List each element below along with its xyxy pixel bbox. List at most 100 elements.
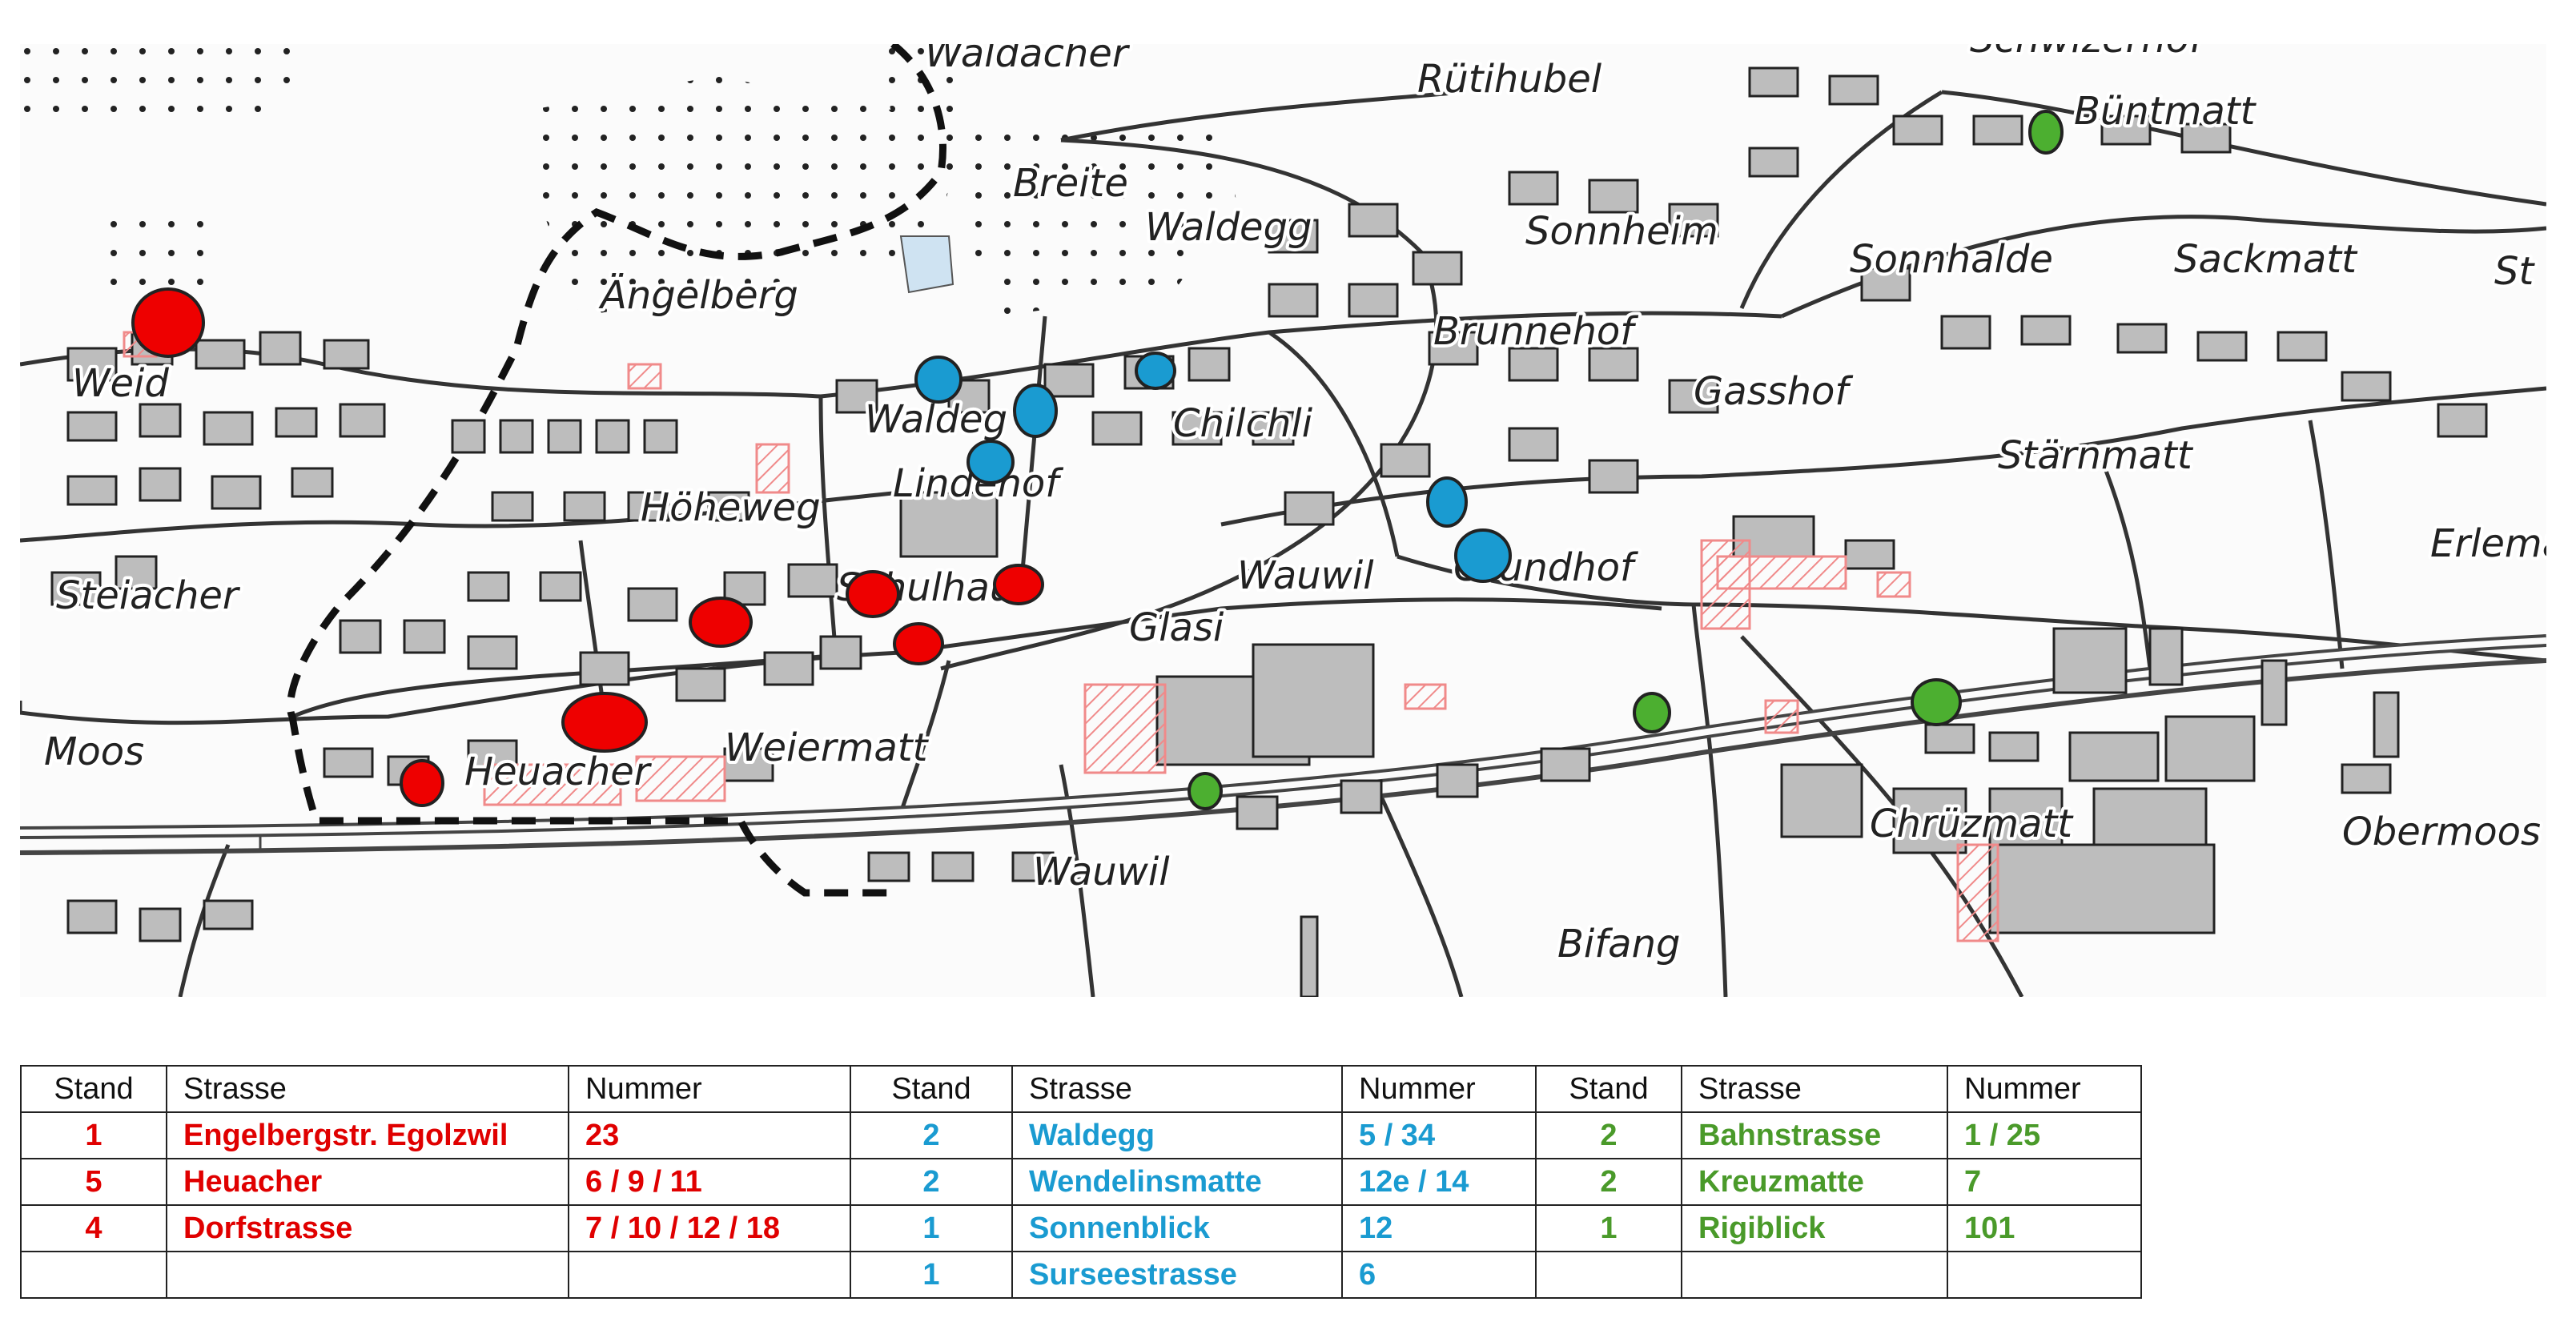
header-strasse-blue: Strasse (1011, 1065, 1343, 1113)
cell-strasse: Rigiblick (1681, 1204, 1948, 1252)
cell-stand: 4 (20, 1204, 167, 1252)
cell-nummer: 12e / 14 (1341, 1158, 1537, 1206)
buildings (50, 66, 2488, 997)
label-waldeg: Waldeg (865, 397, 1007, 442)
header-nummer-blue: Nummer (1341, 1065, 1537, 1113)
label-staernmatt: Stärnmatt (1998, 433, 2194, 478)
label-steiacher: Steiacher (56, 573, 241, 618)
table-row: 1 Engelbergstr. Egolzwil 23 2 Waldegg 5 … (20, 1111, 2142, 1159)
stand-markers (131, 110, 2064, 810)
label-wauwil-south: Wauwil (1033, 850, 1170, 894)
cell-strasse: Dorfstrasse (166, 1204, 569, 1252)
stand-table: Stand Strasse Nummer Stand Strasse Numme… (20, 1065, 2142, 1299)
cell-strasse: Surseestrasse (1011, 1251, 1343, 1299)
cell-nummer: 12 (1341, 1204, 1537, 1252)
table-row: 4 Dorfstrasse 7 / 10 / 12 / 18 1 Sonnenb… (20, 1204, 2142, 1252)
label-hoeheweg: Höheweg (641, 485, 821, 530)
cell-stand: 2 (1535, 1158, 1682, 1206)
cell-strasse (1681, 1251, 1948, 1299)
marker-red-7[interactable] (400, 759, 444, 807)
cell-strasse: Heuacher (166, 1158, 569, 1206)
label-weiermatt: Weiermatt (725, 725, 930, 770)
cell-nummer (1947, 1251, 2142, 1299)
header-stand-red: Stand (20, 1065, 167, 1113)
header-strasse-green: Strasse (1681, 1065, 1948, 1113)
planning-zones (123, 331, 1999, 942)
cell-stand (20, 1251, 167, 1299)
label-weid: Weid (72, 361, 169, 406)
marker-blue-3[interactable] (1013, 384, 1058, 438)
cell-stand: 2 (1535, 1111, 1682, 1159)
label-moos: Moos (44, 729, 144, 774)
label-waldacher: Waldacher (925, 44, 1131, 76)
label-wauwil-center: Wauwil (1237, 553, 1374, 598)
header-nummer-red: Nummer (568, 1065, 851, 1113)
label-lindehof: Lindehof (893, 461, 1063, 506)
cell-stand: 2 (850, 1111, 1013, 1159)
table-header-row: Stand Strasse Nummer Stand Strasse Numme… (20, 1065, 2142, 1113)
municipal-boundary (287, 44, 946, 897)
cell-nummer: 7 (1947, 1158, 2142, 1206)
label-heuacher: Heuacher (464, 749, 653, 794)
marker-red-3[interactable] (846, 570, 900, 618)
label-ruetihubel: Rütihubel (1417, 57, 1602, 102)
cell-strasse: Kreuzmatte (1681, 1158, 1948, 1206)
cell-stand: 1 (850, 1251, 1013, 1299)
header-stand-blue: Stand (850, 1065, 1013, 1113)
cell-strasse: Bahnstrasse (1681, 1111, 1948, 1159)
label-erlema: Erlema (2430, 521, 2546, 566)
label-breite: Breite (1013, 161, 1128, 206)
marker-green-2[interactable] (1633, 692, 1671, 733)
label-glasi: Glasi (1129, 605, 1224, 650)
table-row: 5 Heuacher 6 / 9 / 11 2 Wendelinsmatte 1… (20, 1158, 2142, 1206)
label-bifang: Bifang (1557, 922, 1680, 966)
cell-strasse (166, 1251, 569, 1299)
header-strasse-red: Strasse (166, 1065, 569, 1113)
cell-strasse: Wendelinsmatte (1011, 1158, 1343, 1206)
cell-strasse: Sonnenblick (1011, 1204, 1343, 1252)
cell-strasse: Waldegg (1011, 1111, 1343, 1159)
label-aengelberg: Ängelberg (598, 273, 798, 318)
label-sonnheim: Sonnheim (1525, 209, 1718, 254)
marker-blue-4[interactable] (967, 440, 1015, 484)
marker-blue-5[interactable] (1426, 476, 1468, 528)
marker-red-4[interactable] (993, 564, 1044, 605)
cell-stand: 1 (1535, 1204, 1682, 1252)
label-schwizerhof: Schwizerhof (1970, 44, 2208, 62)
label-buentmatt: Büntmatt (2074, 89, 2257, 134)
railway (20, 634, 2546, 855)
marker-blue-2[interactable] (1135, 352, 1176, 390)
forest-areas (20, 44, 1237, 316)
cell-nummer: 23 (568, 1111, 851, 1159)
marker-red-2[interactable] (689, 597, 753, 648)
label-st: St (2494, 249, 2535, 294)
table-row: 1 Surseestrasse 6 (20, 1251, 2142, 1299)
cell-stand: 2 (850, 1158, 1013, 1206)
marker-blue-6[interactable] (1454, 528, 1512, 583)
cell-nummer: 101 (1947, 1204, 2142, 1252)
marker-red-6[interactable] (561, 692, 648, 753)
cell-nummer (568, 1251, 851, 1299)
cell-stand: 5 (20, 1158, 167, 1206)
map-area[interactable]: Waldacher Rütihubel Schwizerhof Büntmatt… (20, 44, 2546, 997)
cell-nummer: 5 / 34 (1341, 1111, 1537, 1159)
label-obermoos: Obermoos (2342, 810, 2541, 854)
label-gasshof: Gasshof (1694, 369, 1853, 414)
marker-green-3[interactable] (1911, 678, 1962, 726)
marker-red-1[interactable] (131, 287, 205, 358)
label-sackmatt: Sackmatt (2174, 237, 2358, 282)
cell-nummer: 1 / 25 (1947, 1111, 2142, 1159)
cell-stand (1535, 1251, 1682, 1299)
cell-stand: 1 (850, 1204, 1013, 1252)
marker-blue-1[interactable] (914, 356, 962, 404)
label-sonnhalde: Sonnhalde (1850, 237, 2053, 282)
marker-green-1[interactable] (2028, 110, 2064, 155)
cell-stand: 1 (20, 1111, 167, 1159)
label-chilchli: Chilchli (1173, 401, 1313, 446)
cell-nummer: 6 / 9 / 11 (568, 1158, 851, 1206)
marker-green-4[interactable] (1188, 772, 1223, 810)
map-canvas: Waldacher Rütihubel Schwizerhof Büntmatt… (20, 44, 2546, 997)
marker-red-5[interactable] (893, 622, 944, 665)
cell-nummer: 7 / 10 / 12 / 18 (568, 1204, 851, 1252)
header-stand-green: Stand (1535, 1065, 1682, 1113)
